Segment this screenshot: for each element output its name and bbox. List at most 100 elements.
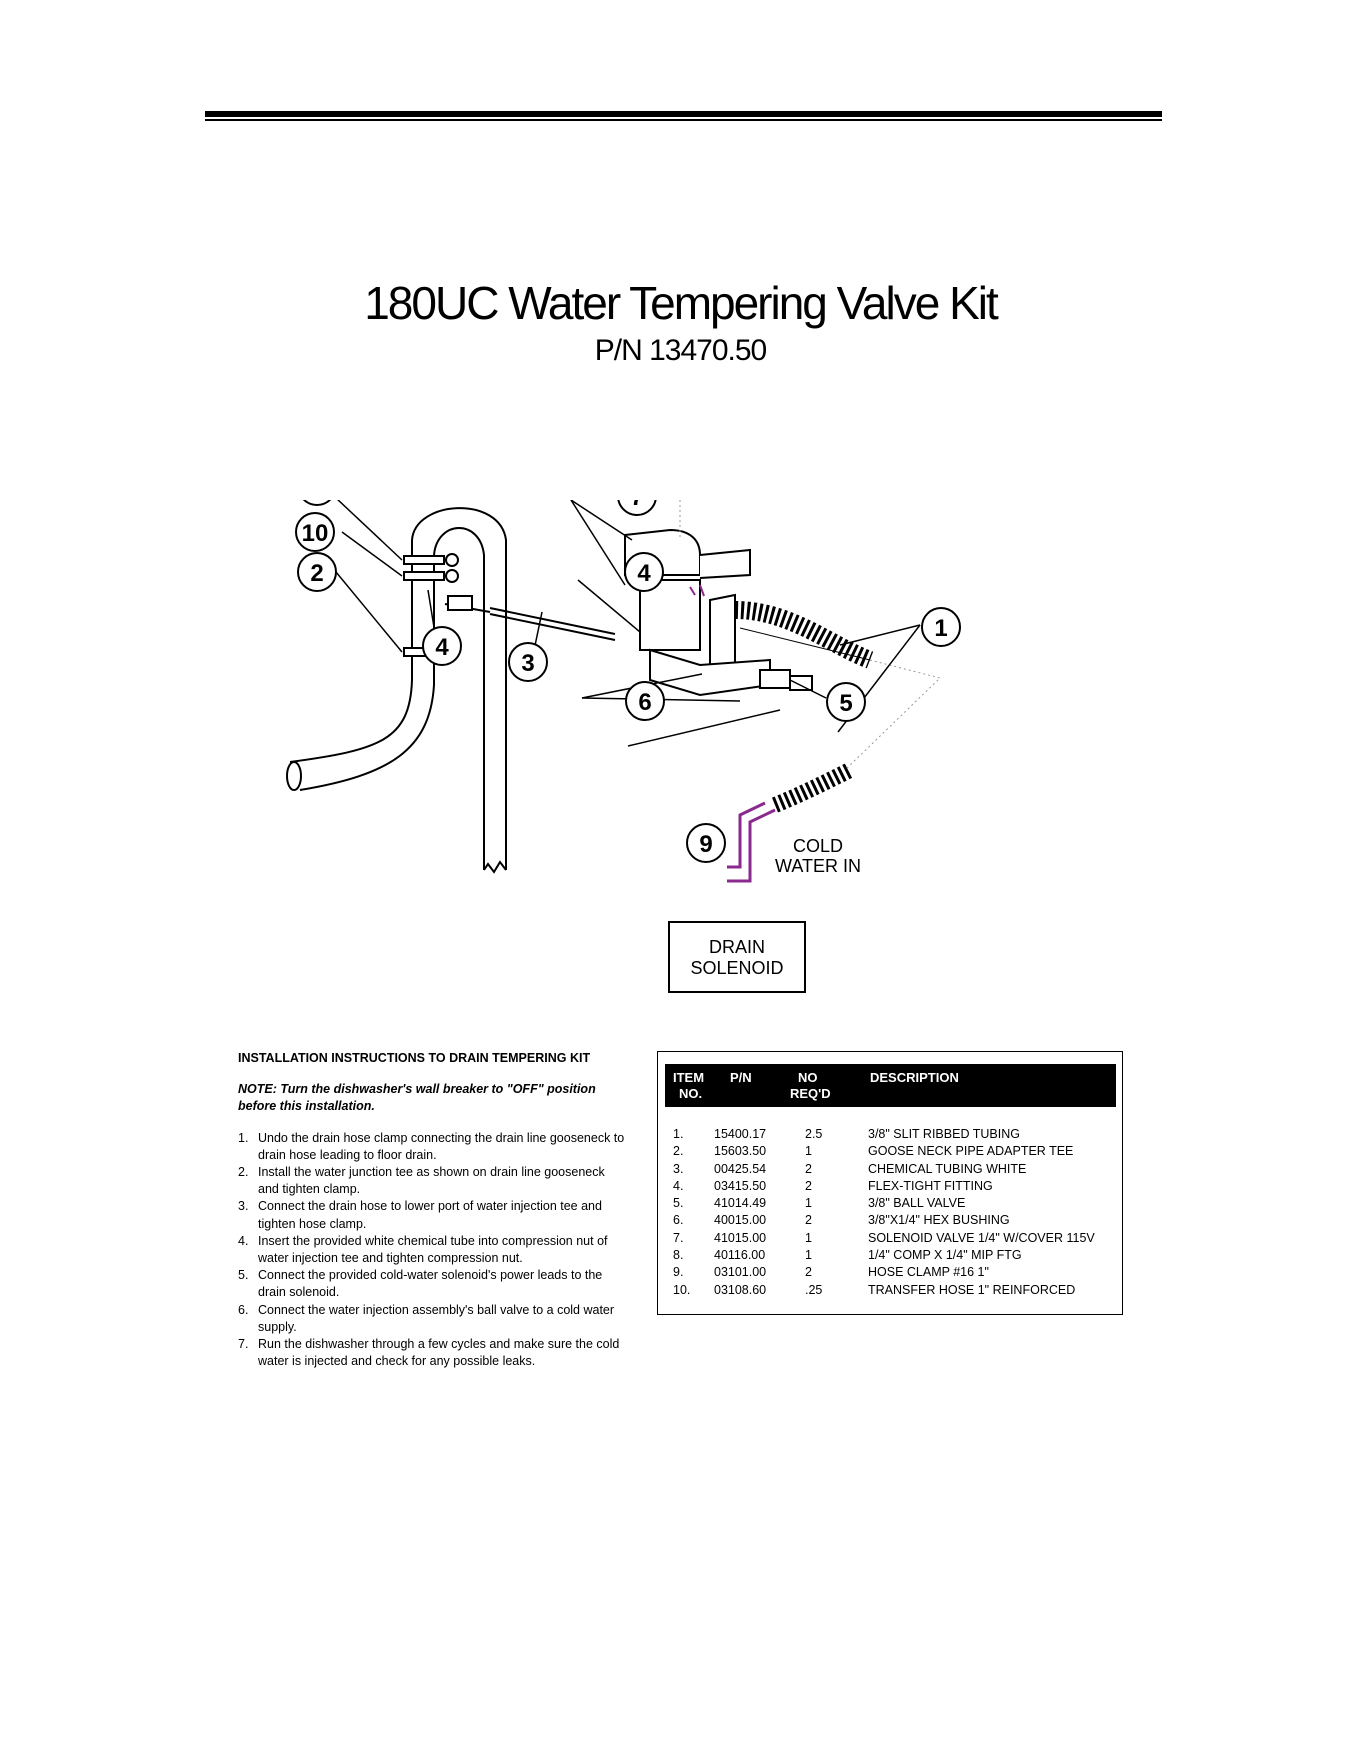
- svg-text:WATER IN: WATER IN: [775, 856, 861, 876]
- cell-pn: 03108.60: [714, 1282, 767, 1297]
- note-line-1: NOTE: Turn the dishwasher's wall breaker…: [238, 1082, 596, 1097]
- cell-qty: 2: [805, 1178, 812, 1193]
- cell-item: 1.: [673, 1127, 684, 1141]
- step-number: 2.: [238, 1165, 249, 1180]
- svg-text:9: 9: [699, 831, 712, 858]
- svg-text:7: 7: [630, 500, 643, 511]
- header-pn: P/N: [730, 1070, 752, 1085]
- exploded-diagram: 8 10 2 4 3 7 4 6: [270, 466, 1090, 1005]
- header-description: DESCRIPTION: [870, 1070, 959, 1085]
- cell-qty: 1: [805, 1196, 812, 1211]
- cell-pn: 40015.00: [714, 1213, 767, 1228]
- step-number: 1.: [238, 1130, 249, 1145]
- cell-desc: TRANSFER HOSE 1" REINFORCED: [868, 1282, 1076, 1297]
- cell-item: 7.: [673, 1230, 684, 1245]
- instruction-step: 7. Run the dishwasher through a few cycle…: [238, 1336, 628, 1370]
- step-text: Connect the water injection assembly's b…: [258, 1302, 615, 1334]
- svg-text:SOLENOID: SOLENOID: [690, 958, 783, 978]
- cell-qty: 2: [805, 1213, 812, 1228]
- step-text: Connect the drain hose to lower port of …: [258, 1199, 602, 1231]
- step-text: Install the water junction tee as shown …: [258, 1165, 605, 1197]
- step-number: 4.: [238, 1233, 249, 1248]
- svg-text:DRAIN: DRAIN: [709, 937, 765, 957]
- instructions-heading: INSTALLATION INSTRUCTIONS TO DRAIN TEMPE…: [238, 1051, 591, 1065]
- step-text: Connect the provided cold-water solenoid…: [258, 1268, 603, 1300]
- step-text: Undo the drain hose clamp connecting the…: [258, 1130, 625, 1162]
- step-number: 6.: [238, 1302, 249, 1317]
- drain-solenoid-box: DRAIN SOLENOID: [668, 921, 806, 993]
- step-number: 7.: [238, 1337, 249, 1352]
- instruction-step: 6. Connect the water injection assembly's…: [238, 1302, 628, 1336]
- svg-text:COLD: COLD: [793, 836, 843, 856]
- cell-desc: 1/4" COMP X 1/4" MIP FTG: [868, 1248, 1022, 1263]
- step-text: Run the dishwasher through a few cycles …: [258, 1337, 620, 1369]
- cell-desc: 3/8"X1/4" HEX BUSHING: [868, 1213, 1010, 1228]
- cell-qty: 2: [805, 1161, 812, 1176]
- callout-1: 1: [921, 607, 961, 647]
- cell-desc: CHEMICAL TUBING WHITE: [868, 1161, 1027, 1176]
- instruction-step: 2. Install the water junction tee as show…: [238, 1164, 628, 1198]
- part-number: P/N 13470.50: [594, 334, 767, 367]
- cell-pn: 15603.50: [714, 1144, 767, 1159]
- callout-4-left: 4: [422, 626, 462, 666]
- cell-qty: .25: [805, 1282, 823, 1297]
- ribbed-tubing-lower: [772, 762, 854, 813]
- instruction-steps: 1. Undo the drain hose clamp connecting t…: [238, 1130, 628, 1371]
- cell-pn: 41015.00: [714, 1230, 767, 1245]
- svg-text:4: 4: [637, 560, 651, 587]
- svg-text:5: 5: [839, 690, 852, 717]
- svg-text:1: 1: [934, 615, 947, 642]
- top-rule: [205, 111, 1162, 117]
- step-text: Insert the provided white chemical tube …: [258, 1233, 608, 1266]
- cell-pn: 41014.49: [714, 1196, 767, 1211]
- svg-text:6: 6: [638, 689, 651, 716]
- cell-pn: 03101.00: [714, 1265, 767, 1280]
- diagram-svg: 8 10 2 4 3 7 4 6: [286, 466, 961, 993]
- instructions-note: NOTE: Turn the dishwasher's wall breaker…: [238, 1081, 628, 1115]
- step-number: 3.: [238, 1199, 249, 1214]
- cell-item: 9.: [673, 1265, 684, 1280]
- cell-item: 6.: [673, 1213, 684, 1228]
- cell-desc: HOSE CLAMP #16 1": [868, 1265, 989, 1280]
- cell-qty: 1: [805, 1144, 812, 1159]
- cell-qty: 2: [805, 1265, 812, 1280]
- parts-table-header: ITEM NO. P/N NO REQ'D DESCRIPTION: [665, 1064, 1116, 1107]
- cell-desc: 3/8" SLIT RIBBED TUBING: [868, 1127, 1020, 1141]
- callout-3: 3: [508, 642, 548, 682]
- drain-wires: [727, 801, 776, 883]
- callout-8: 9: [686, 823, 726, 863]
- cell-qty: 1: [805, 1248, 812, 1263]
- instruction-step: 3. Connect the drain hose to lower port o…: [238, 1198, 628, 1232]
- cell-desc: SOLENOID VALVE 1/4" W/COVER 115V: [868, 1230, 1095, 1245]
- page-title: 180UC Water Tempering Valve Kit: [364, 277, 999, 329]
- cell-desc: GOOSE NECK PIPE ADAPTER TEE: [868, 1144, 1074, 1159]
- svg-text:4: 4: [435, 634, 449, 661]
- cell-item: 8.: [673, 1248, 684, 1263]
- callout-6: 6: [625, 681, 665, 721]
- cell-pn: 15400.17: [714, 1127, 767, 1141]
- svg-text:3: 3: [521, 650, 534, 677]
- parts-table: ITEM NO. P/N NO REQ'D DESCRIPTION 1. 1540…: [657, 1051, 1123, 1315]
- cell-pn: 03415.50: [714, 1178, 767, 1193]
- instruction-step: 4. Insert the provided white chemical tub…: [238, 1233, 628, 1267]
- callout-5: 5: [826, 682, 866, 722]
- gooseneck-hose: [286, 507, 507, 874]
- instruction-step: 1. Undo the drain hose clamp connecting t…: [238, 1130, 628, 1164]
- callout-4-right: 4: [624, 552, 664, 592]
- injection-tube: [444, 595, 616, 641]
- callout-7: 7: [617, 476, 657, 516]
- cold-water-label: COLD WATER IN: [775, 836, 861, 876]
- svg-text:10: 10: [302, 520, 329, 547]
- header-item: ITEM: [673, 1070, 705, 1085]
- cell-desc: 3/8" BALL VALVE: [868, 1196, 966, 1211]
- solenoid-valve-assembly: [624, 528, 874, 697]
- svg-text:8: 8: [310, 500, 323, 501]
- wire-2: [727, 808, 776, 883]
- cell-pn: 00425.54: [714, 1161, 767, 1176]
